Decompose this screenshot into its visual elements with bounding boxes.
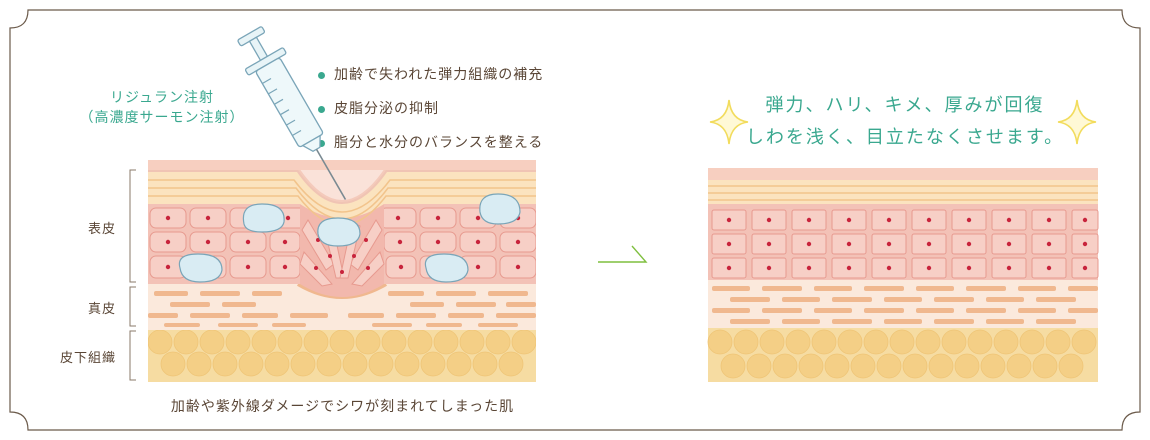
arrow-right-icon — [598, 245, 648, 263]
before-skin-diagram — [148, 160, 536, 382]
benefit-item: 脂分と水分のバランスを整える — [318, 132, 543, 166]
before-caption: 加齢や紫外線ダメージでシワが刻まれてしまった肌 — [170, 399, 515, 415]
bullet-dot-icon — [318, 140, 325, 147]
result-line-1: 弾力、ハリ、キメ、厚みが回復 — [765, 95, 1045, 116]
layer-brackets — [129, 169, 136, 381]
benefit-item: 加齢で失われた弾力組織の補充 — [318, 64, 543, 98]
injection-subname: （高濃度サーモン注射） — [79, 110, 245, 126]
benefit-item: 皮脂分泌の抑制 — [318, 98, 543, 132]
injection-name: リジュラン注射 — [109, 90, 215, 106]
bullet-dot-icon — [318, 106, 325, 113]
bullet-dot-icon — [318, 72, 325, 79]
injection-label: リジュラン注射 （高濃度サーモン注射） — [72, 88, 252, 128]
after-skin-diagram — [707, 168, 1099, 382]
result-line-2: しわを浅く、目立たなくさせます。 — [745, 127, 1065, 148]
syringe-icon — [237, 26, 347, 200]
sparkle-icon — [709, 99, 749, 145]
layer-label-subcutaneous: 皮下組織 — [60, 351, 117, 366]
sparkle-icon — [1057, 99, 1097, 145]
layer-label-epidermis: 表皮 — [88, 222, 117, 237]
layer-label-dermis: 真皮 — [88, 302, 117, 317]
benefits-list: 加齢で失われた弾力組織の補充 皮脂分泌の抑制 脂分と水分のバランスを整える — [318, 64, 543, 166]
result-text: 弾力、ハリ、キメ、厚みが回復 しわを浅く、目立たなくさせます。 — [740, 90, 1070, 154]
